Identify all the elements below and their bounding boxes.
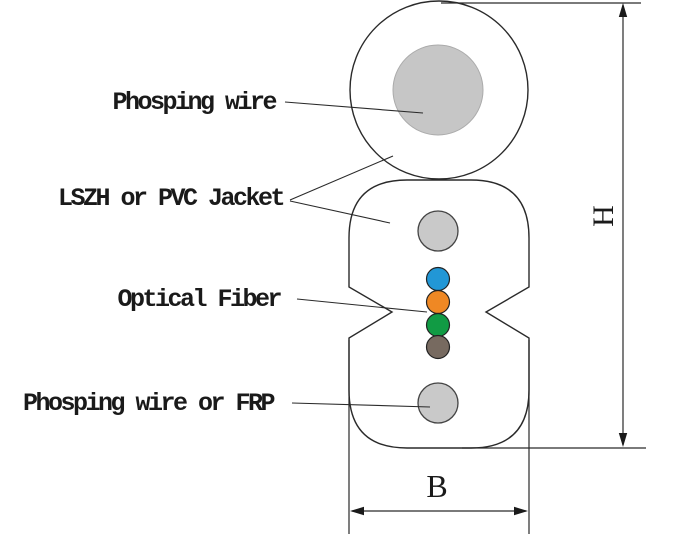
label-phosping-wire: Phosping wire <box>112 88 277 117</box>
optical-fiber-orange <box>425 289 451 315</box>
leader-optical-fiber <box>296 298 428 313</box>
b-arrow-right-icon <box>514 506 528 516</box>
leader-jacket-upper <box>289 155 394 201</box>
optical-fiber-green <box>425 312 451 338</box>
dimension-label-h: H <box>587 205 620 227</box>
messenger-steel-wire <box>392 44 484 136</box>
strength-member-bottom <box>417 382 459 424</box>
optical-fiber-brown <box>425 334 451 360</box>
leader-phosping-wire-frp <box>291 402 431 408</box>
strength-member-top <box>417 210 459 252</box>
label-optical-fiber: Optical Fiber <box>117 285 282 314</box>
h-arrow-up-icon <box>618 3 628 17</box>
label-phosping-wire-frp: Phosping wire or FRP <box>22 389 276 418</box>
b-arrow-left-icon <box>350 506 364 516</box>
optical-fiber-blue <box>425 266 451 292</box>
label-jacket: LSZH or PVC Jacket <box>57 184 286 213</box>
leader-phosping-wire <box>284 101 424 114</box>
h-arrow-down-icon <box>618 433 628 447</box>
optical-fibers <box>425 266 451 360</box>
leader-jacket-lower <box>289 200 391 224</box>
dimension-label-b: B <box>426 468 448 504</box>
